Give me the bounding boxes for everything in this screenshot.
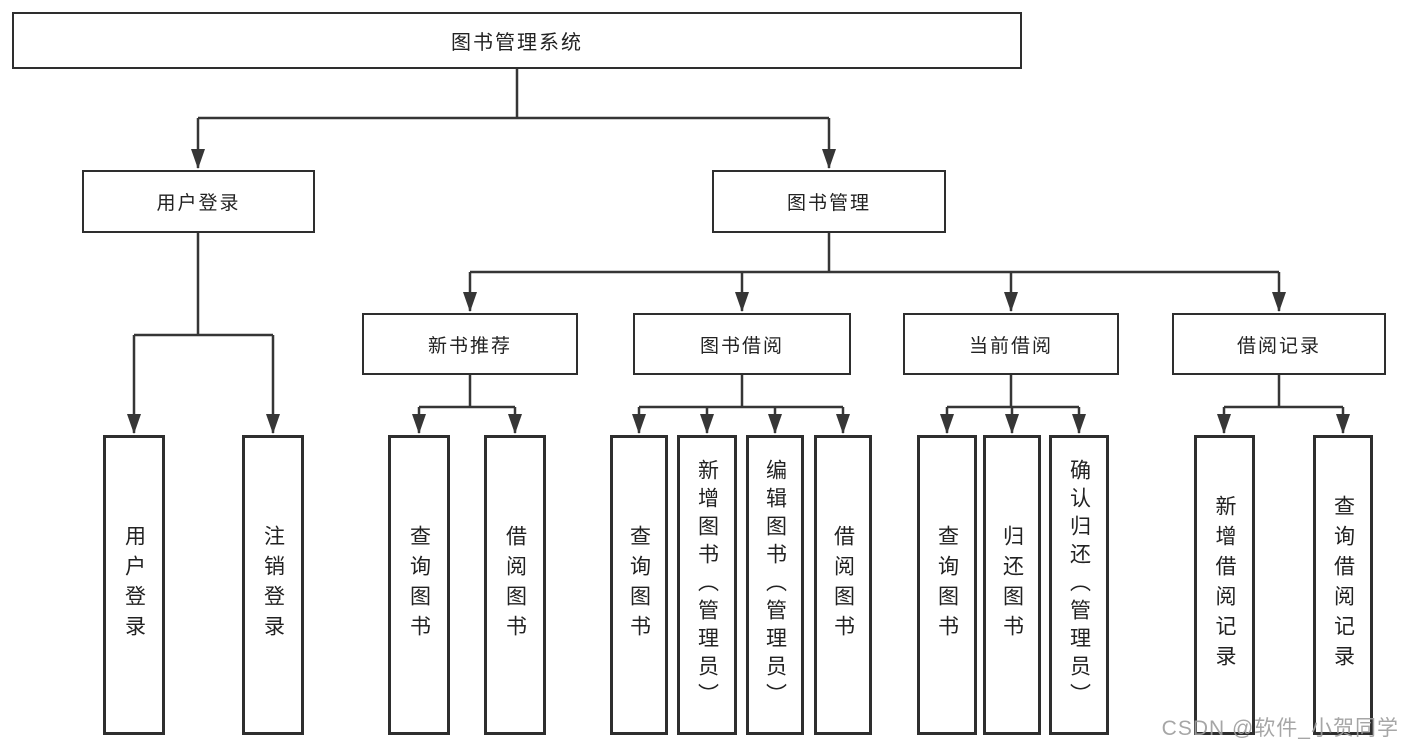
node-borrow-records: 借阅记录 [1172,313,1386,375]
leaf-user-login: 用户登录 [103,435,165,735]
leaf-query-book-recommend: 查询图书 [388,435,450,735]
leaf-query-book-borrow: 查询图书 [610,435,668,735]
leaf-borrow-book: 借阅图书 [814,435,872,735]
leaf-add-book-admin: 新增图书（管理员） [677,435,737,735]
leaf-return-book: 归还图书 [983,435,1041,735]
node-library-management-system: 图书管理系统 [12,12,1022,69]
node-book-management: 图书管理 [712,170,946,233]
leaf-edit-book-admin: 编辑图书（管理员） [746,435,804,735]
node-new-book-recommend: 新书推荐 [362,313,578,375]
leaf-borrow-book-recommend: 借阅图书 [484,435,546,735]
node-user-login: 用户登录 [82,170,315,233]
leaf-query-borrow-record: 查询借阅记录 [1313,435,1373,735]
leaf-add-borrow-record: 新增借阅记录 [1194,435,1255,735]
node-book-borrow: 图书借阅 [633,313,851,375]
csdn-watermark: CSDN @软件_小贺同学 [1161,717,1399,740]
leaf-query-book-current: 查询图书 [917,435,977,735]
node-current-borrow: 当前借阅 [903,313,1119,375]
leaf-confirm-return-admin: 确认归还（管理员） [1049,435,1109,735]
leaf-logout-login: 注销登录 [242,435,304,735]
